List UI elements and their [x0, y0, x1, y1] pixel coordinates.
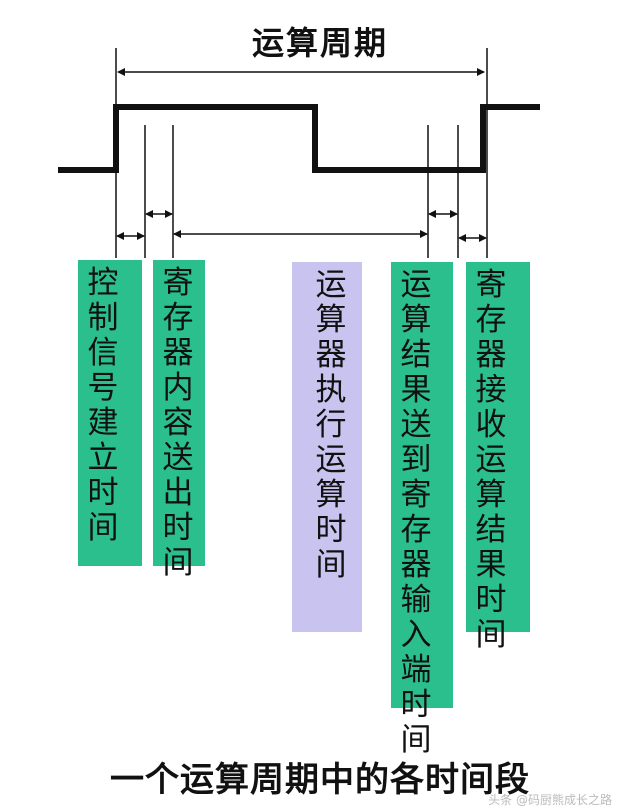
segment-box-alu: 运算器执行运算时间 [292, 262, 362, 632]
segment-label-reg-recv: 寄存器接收运算结果时间 [475, 267, 507, 653]
watermark: 头条 @码厨熊成长之路 [488, 793, 612, 807]
segment-box-result-send: 运算结果送到寄存器输入端时间 [391, 262, 453, 758]
segment-label-result-send: 运算结果送到寄存器输入端时间 [400, 267, 432, 758]
diagram-caption: 一个运算周期中的各时间段 [110, 760, 530, 800]
diagram-title: 运算周期 [251, 24, 388, 62]
clock-waveform [58, 104, 540, 173]
segment-label-alu: 运算器执行运算时间 [315, 267, 347, 583]
segment-label-reg-out: 寄存器内容送出时间 [162, 265, 194, 581]
segment-box-reg-recv: 寄存器接收运算结果时间 [466, 262, 530, 653]
segment-label-ctrl: 控制信号建立时间 [87, 265, 119, 546]
segment-box-reg-out: 寄存器内容送出时间 [153, 260, 205, 581]
segment-box-ctrl: 控制信号建立时间 [78, 260, 142, 566]
